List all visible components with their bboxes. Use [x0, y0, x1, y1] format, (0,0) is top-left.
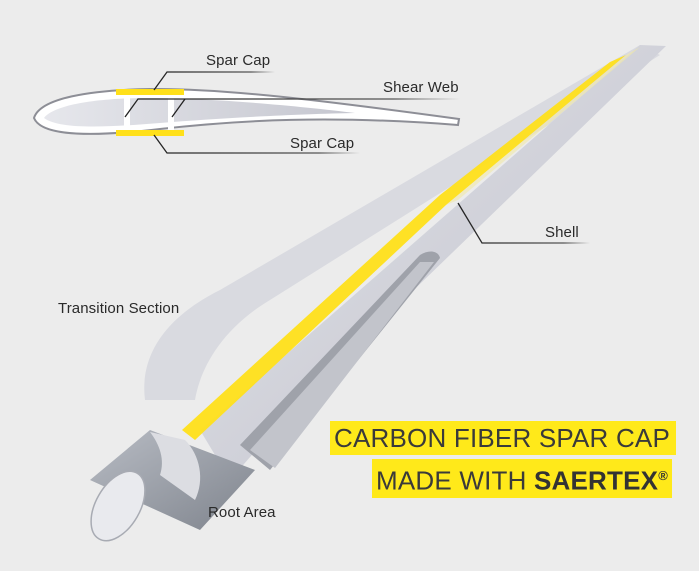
spar-cap-bottom-shape	[116, 130, 184, 136]
label-spar-cap-top: Spar Cap	[206, 52, 271, 69]
label-transition-section: Transition Section	[58, 300, 180, 317]
banner-line-2-prefix: MADE WITH	[376, 465, 534, 496]
banner-line-1: CARBON FIBER SPAR CAP	[330, 421, 677, 455]
shear-web-right-shape	[168, 95, 174, 130]
spar-cap-top-shape	[116, 89, 184, 95]
label-spar-cap-bottom: Spar Cap	[290, 135, 355, 152]
label-root-area: Root Area	[208, 504, 276, 521]
brand-name: SAERTEX	[534, 465, 659, 496]
label-shell: Shell	[545, 224, 579, 241]
blade-3d	[90, 45, 666, 542]
label-shear-web: Shear Web	[383, 79, 459, 96]
registered-mark: ®	[658, 468, 668, 483]
banner-line-2: MADE WITH SAERTEX®	[372, 459, 672, 498]
banner-line-1-text: CARBON FIBER SPAR CAP	[334, 423, 671, 453]
airfoil-cross-section	[32, 71, 461, 154]
shear-web-left-shape	[124, 95, 130, 130]
